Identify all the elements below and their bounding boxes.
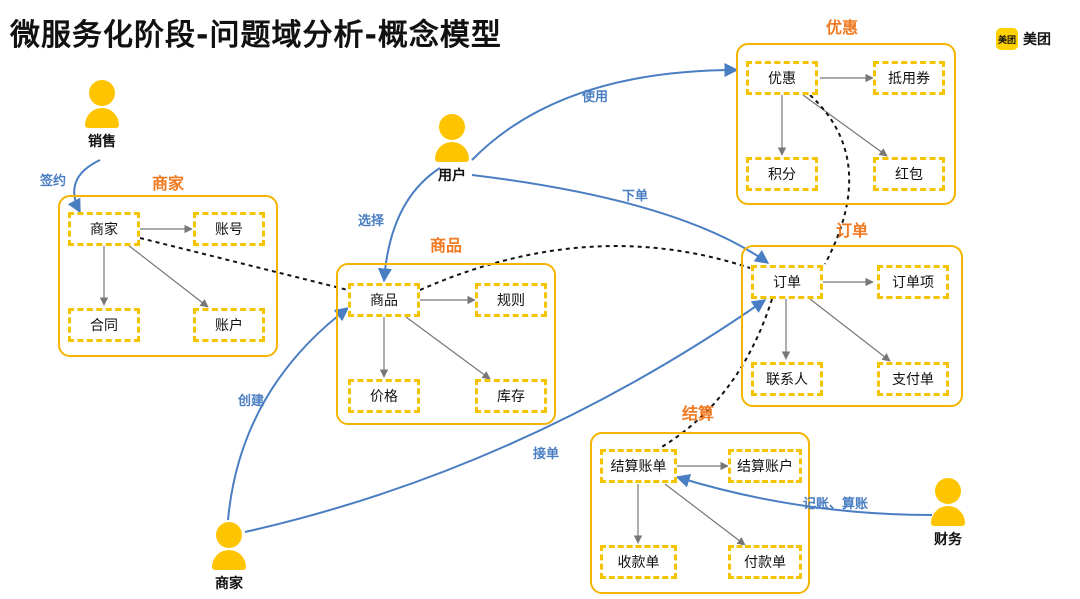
node-order: 订单: [751, 265, 823, 299]
node-redpack: 红包: [873, 157, 945, 191]
node-points: 积分: [746, 157, 818, 191]
logo-text: 美团: [1023, 32, 1051, 48]
person-body-icon: [435, 142, 469, 162]
flow-use: [471, 63, 739, 161]
actor-merchant: 商家: [199, 522, 259, 593]
node-order-item: 订单项: [877, 265, 949, 299]
node-payment: 支付单: [877, 362, 949, 396]
node-settle-bill: 结算账单: [600, 449, 677, 483]
actor-user-label: 用户: [438, 168, 466, 184]
edge-settle-payout: [664, 483, 746, 546]
actor-user: 用户: [422, 114, 482, 185]
node-price: 价格: [348, 379, 420, 413]
logo-mark: 美团: [996, 28, 1018, 50]
person-head-icon: [439, 114, 465, 140]
meituan-logo: 美团 美团: [996, 28, 1051, 50]
promo-group-title: 优惠: [826, 18, 859, 37]
person-head-icon: [89, 80, 115, 106]
node-receipt: 收款单: [600, 545, 677, 579]
edge-label-order: 下单: [622, 189, 649, 204]
flow-sign: [67, 159, 101, 214]
node-merchant: 商家: [68, 212, 140, 246]
person-head-icon: [935, 478, 961, 504]
merchant-group: [58, 195, 278, 357]
flow-order: [471, 174, 770, 264]
node-settle-account: 结算账户: [728, 449, 802, 483]
product-group: [336, 263, 556, 425]
node-contract: 合同: [68, 308, 140, 342]
order-group: [741, 245, 963, 407]
node-payout: 付款单: [728, 545, 802, 579]
settle-group: [590, 432, 810, 594]
promo-group: [736, 43, 956, 205]
person-body-icon: [931, 506, 965, 526]
node-stock: 库存: [475, 379, 547, 413]
edge-label-accept: 接单: [533, 447, 560, 462]
person-body-icon: [85, 108, 119, 128]
actor-merchant-label: 商家: [215, 576, 243, 592]
edge-order-payment: [809, 298, 891, 362]
dotted-merchant-product: [139, 237, 349, 291]
node-product: 商品: [348, 283, 420, 317]
page-title: 微服务化阶段-问题域分析-概念模型: [10, 18, 502, 53]
person-head-icon: [216, 522, 242, 548]
node-promo: 优惠: [746, 61, 818, 95]
product-group-title: 商品: [430, 236, 463, 255]
flow-accept: [244, 299, 767, 533]
edge-label-book: 记账、算账: [803, 497, 869, 512]
actor-finance-label: 财务: [934, 532, 962, 548]
settle-group-title: 结算: [682, 404, 715, 423]
node-coupon: 抵用券: [873, 61, 945, 95]
node-contact: 联系人: [751, 362, 823, 396]
edge-product-stock: [405, 316, 491, 380]
node-account: 账号: [193, 212, 265, 246]
flow-create: [227, 307, 350, 521]
edge-label-sign: 签约: [40, 174, 67, 189]
dotted-order-settle: [659, 298, 773, 449]
merchant-group-title: 商家: [152, 174, 185, 193]
actor-finance: 财务: [918, 478, 978, 549]
order-group-title: 订单: [836, 221, 869, 240]
node-rule: 规则: [475, 283, 547, 317]
edge-merchant-billing: [127, 244, 209, 308]
actor-sales-label: 销售: [88, 134, 116, 150]
edge-label-create: 创建: [238, 394, 265, 409]
edge-promo-redpack: [802, 94, 888, 157]
edge-label-select: 选择: [358, 214, 385, 229]
node-billing-account: 账户: [193, 308, 265, 342]
flow-book: [675, 474, 933, 516]
person-body-icon: [212, 550, 246, 570]
actor-sales: 销售: [72, 80, 132, 151]
edge-label-use: 使用: [582, 90, 609, 105]
